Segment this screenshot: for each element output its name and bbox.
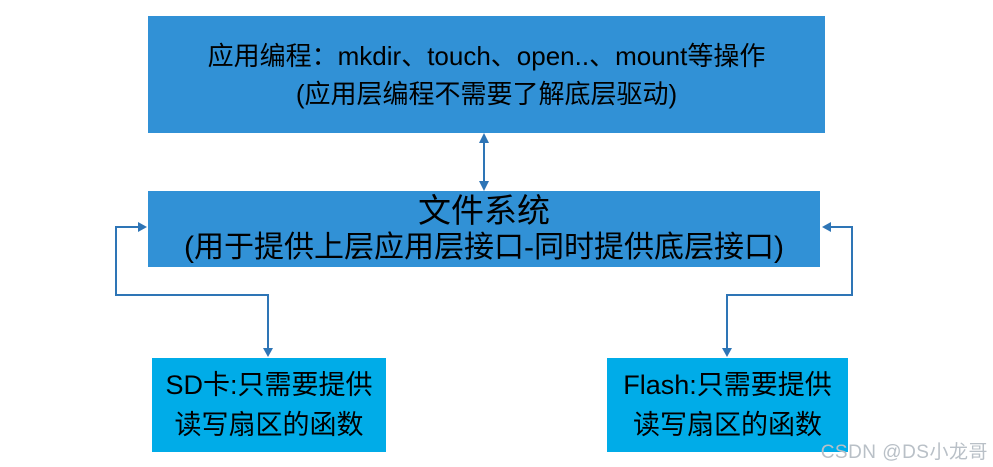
file-system-title: 文件系统: [418, 191, 550, 229]
file-system-subtitle: (用于提供上层应用层接口-同时提供底层接口): [184, 230, 784, 264]
watermark: CSDN @DS小龙哥: [820, 442, 988, 463]
arrowhead-down-icon: [479, 181, 489, 191]
flash-box: Flash:只需要提供 读写扇区的函数: [607, 358, 848, 452]
arrowhead-down-icon: [263, 348, 273, 357]
file-system-box: 文件系统 (用于提供上层应用层接口-同时提供底层接口): [148, 191, 820, 267]
app-programming-line2: (应用层编程不需要了解底层驱动): [295, 78, 678, 109]
arrowhead-down-icon: [722, 348, 732, 357]
arrowhead-up-icon: [479, 133, 489, 143]
flash-line1: Flash:只需要提供: [623, 370, 832, 400]
app-programming-line1: 应用编程：mkdir、touch、open..、mount等操作: [207, 40, 766, 71]
sd-card-box: SD卡:只需要提供 读写扇区的函数: [152, 358, 386, 452]
app-fs-double-arrow: [479, 133, 489, 191]
app-programming-box: 应用编程：mkdir、touch、open..、mount等操作 (应用层编程不…: [148, 16, 825, 133]
sd-card-line2: 读写扇区的函数: [174, 410, 364, 440]
flash-line2: 读写扇区的函数: [633, 410, 822, 440]
arrowhead-left-icon: [822, 222, 831, 232]
sd-card-line1: SD卡:只需要提供: [165, 370, 373, 400]
arrowhead-right-icon: [138, 222, 147, 232]
